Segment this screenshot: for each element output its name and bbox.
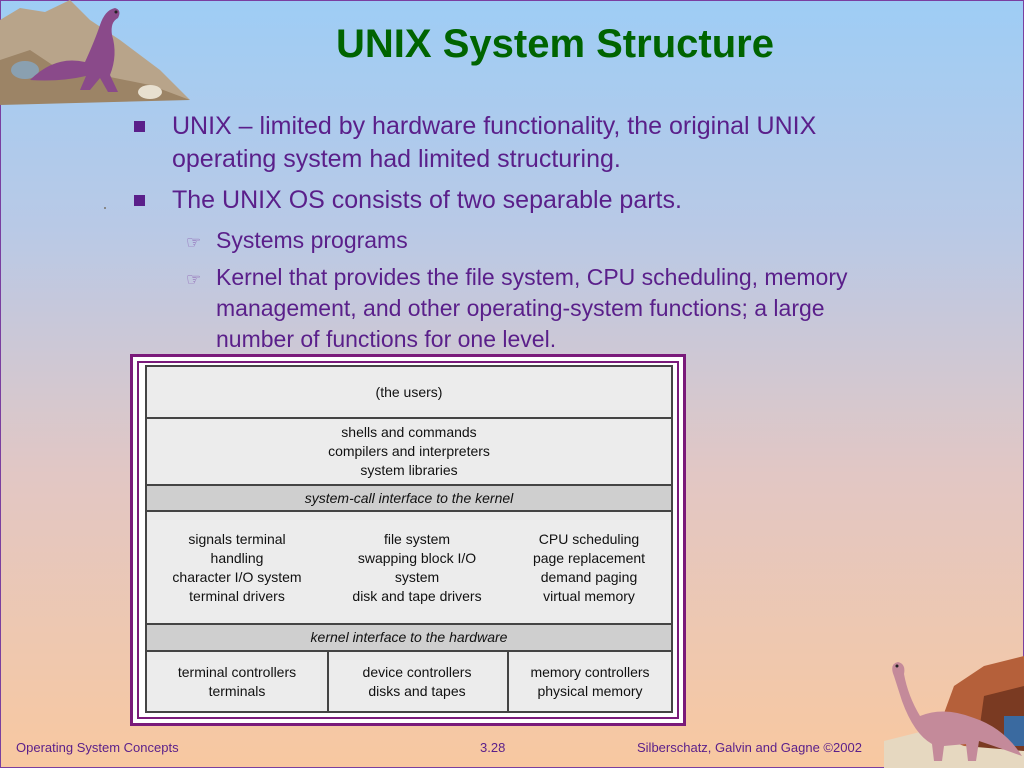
kernel-line: character I/O system xyxy=(172,568,302,585)
stray-dot xyxy=(104,207,106,209)
footer-authors: Silberschatz, Galvin and Gagne ©2002 xyxy=(637,740,862,755)
controller-line: terminals xyxy=(208,682,266,699)
kernel-line: virtual memory xyxy=(543,587,635,604)
bullet-text: The UNIX OS consists of two separable pa… xyxy=(172,186,682,214)
users-label: (the users) xyxy=(375,383,443,400)
kernel-line: system xyxy=(394,568,440,585)
bullet-item: The UNIX OS consists of two separable pa… xyxy=(134,184,854,217)
kernel-line: file system xyxy=(383,530,451,547)
kernel-line: signals terminal xyxy=(188,530,286,547)
controller-col-memory: memory controllers physical memory xyxy=(509,652,671,711)
controller-line: disks and tapes xyxy=(368,682,466,699)
layer-hardware-interface: kernel interface to the hardware xyxy=(147,623,671,650)
dinosaur-illustration-bottom xyxy=(884,656,1024,768)
square-bullet-icon xyxy=(134,195,145,206)
pointing-hand-icon: ☞ xyxy=(186,233,202,252)
kernel-line: handling xyxy=(210,549,264,566)
controller-line: terminal controllers xyxy=(177,663,297,680)
layer-syscall-interface: system-call interface to the kernel xyxy=(147,484,671,510)
shells-line: shells and commands xyxy=(341,424,477,440)
shells-line: compilers and interpreters xyxy=(328,443,490,459)
kernel-col-filesystem: file system swapping block I/O system di… xyxy=(327,512,507,623)
kernel-col-terminal: signals terminal handling character I/O … xyxy=(147,512,327,623)
kernel-line: terminal drivers xyxy=(189,587,285,604)
square-bullet-icon xyxy=(134,121,145,132)
kernel-line: disk and tape drivers xyxy=(352,587,482,604)
kernel-line: swapping block I/O xyxy=(357,549,477,566)
sub-bullet-text: Systems programs xyxy=(216,227,408,253)
pointing-hand-icon: ☞ xyxy=(186,270,202,289)
kernel-col-cpu: CPU scheduling page replacement demand p… xyxy=(507,512,671,623)
dinosaur-illustration-top xyxy=(0,0,190,105)
kernel-line: page replacement xyxy=(532,549,646,566)
slide-title: UNIX System Structure xyxy=(336,22,774,66)
layer-kernel: signals terminal handling character I/O … xyxy=(147,510,671,623)
syscall-label: system-call interface to the kernel xyxy=(304,489,514,506)
sub-bullet-text: Kernel that provides the file system, CP… xyxy=(216,264,848,352)
layer-shells: shells and commands compilers and interp… xyxy=(147,417,671,484)
layer-stack: (the users) shells and commands compiler… xyxy=(145,365,673,713)
controller-line: device controllers xyxy=(362,663,472,680)
controller-col-terminal: terminal controllers terminals xyxy=(147,652,329,711)
sub-bullet-item: ☞ Systems programs xyxy=(134,225,854,256)
shells-lines: shells and commands compilers and interp… xyxy=(328,423,490,480)
kernel-line: demand paging xyxy=(540,568,638,585)
controller-line: memory controllers xyxy=(530,663,650,680)
unix-structure-diagram: (the users) shells and commands compiler… xyxy=(130,354,686,726)
shells-line: system libraries xyxy=(360,462,458,478)
layer-users: (the users) xyxy=(147,367,671,417)
controller-col-device: device controllers disks and tapes xyxy=(327,652,509,711)
bullet-item: UNIX – limited by hardware functionality… xyxy=(134,110,854,176)
footer-course: Operating System Concepts xyxy=(16,740,179,755)
bullet-list: UNIX – limited by hardware functionality… xyxy=(134,110,854,361)
footer-page-number: 3.28 xyxy=(480,740,506,755)
sub-bullet-item: ☞ Kernel that provides the file system, … xyxy=(134,262,854,355)
diagram-inner-border xyxy=(137,361,679,719)
kernel-line: CPU scheduling xyxy=(538,530,640,547)
hw-interface-label: kernel interface to the hardware xyxy=(310,629,508,645)
layer-controllers: terminal controllers terminals device co… xyxy=(147,650,671,711)
controller-line: physical memory xyxy=(537,682,643,699)
bullet-text: UNIX – limited by hardware functionality… xyxy=(172,112,817,173)
